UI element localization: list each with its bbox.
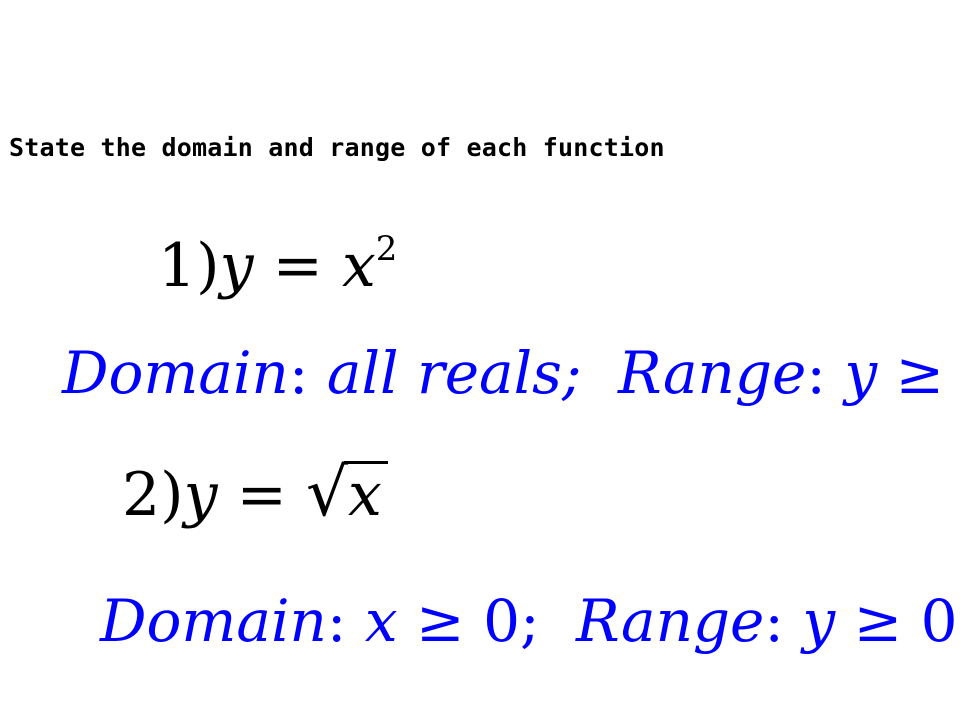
problem-1-lhs: y	[219, 231, 254, 301]
problem-2-domain-value: 0;	[483, 587, 540, 655]
problem-2-range-op: ≥	[853, 587, 903, 655]
problem-2-range-word: Range	[575, 587, 765, 655]
problem-1-answer: Domain: all reals; Range: y ≥ 0	[62, 344, 960, 402]
problem-2-range-var: y	[802, 587, 836, 655]
problem-2-range-colon: :	[764, 587, 784, 655]
problem-1-number: 1)	[158, 231, 220, 301]
problem-2-range-value: 0	[920, 587, 958, 655]
problem-2-equation: 2)y = √x	[122, 460, 388, 527]
problem-1-range-op: ≥	[895, 339, 945, 407]
problem-1-exponent: 2	[375, 229, 398, 269]
problem-2-domain-op: ≥	[416, 587, 465, 655]
problem-2-equals: =	[236, 460, 287, 530]
problem-2-domain-var: x	[364, 587, 398, 655]
problem-1-domain-word: Domain	[62, 339, 289, 407]
problem-1-domain-value: all reals;	[326, 339, 582, 407]
problem-2-domain-colon: :	[326, 587, 347, 655]
problem-2-answer: Domain: x ≥ 0; Range: y ≥ 0	[100, 592, 958, 650]
problem-1-range-var: y	[844, 339, 878, 407]
radical-sign-icon: √	[305, 454, 348, 531]
problem-2-lhs: y	[183, 460, 218, 530]
problem-2-domain-word: Domain	[100, 587, 327, 655]
problem-1-range-word: Range	[617, 339, 807, 407]
problem-1-equation: 1)y = x2	[158, 232, 397, 296]
slide-heading: State the domain and range of each funct…	[9, 133, 665, 162]
problem-1-equals: =	[272, 231, 323, 301]
square-root: √x	[306, 460, 388, 527]
problem-2-number: 2)	[122, 460, 184, 530]
problem-1-domain-colon: :	[288, 339, 309, 407]
problem-2-radicand: x	[344, 461, 388, 527]
problem-1-range-colon: :	[806, 339, 826, 407]
problem-1-base: x	[341, 231, 376, 301]
